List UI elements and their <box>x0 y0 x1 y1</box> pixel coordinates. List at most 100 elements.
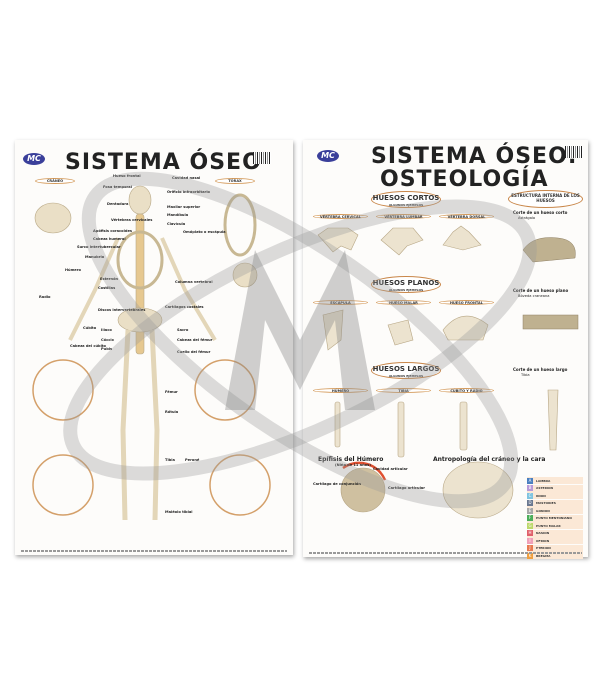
mc-logo: MC <box>317 150 339 162</box>
pill: VÉRTEBRA LUMBAR <box>376 214 431 219</box>
label: Pubis <box>101 347 113 351</box>
label: Cóccix <box>101 338 114 342</box>
label: Manubrio <box>85 255 105 259</box>
mc-logo: MC <box>23 153 45 165</box>
legend-label: MASTOIDES <box>536 501 556 505</box>
pill: VÉRTEBRA CERVICAL <box>313 214 368 219</box>
label: Cartílagos costales <box>165 305 204 309</box>
footer-text <box>21 550 287 552</box>
label: Apófisis coracoides <box>93 229 133 233</box>
legend-label: OFRION <box>536 538 550 543</box>
label: Columna vertebral <box>175 280 213 284</box>
barcode <box>565 146 583 158</box>
legend-swatch: G <box>527 522 533 529</box>
label: Ilíaco <box>101 328 112 332</box>
anthropology-title: Antropología del cráneo y la cara <box>433 456 546 463</box>
legend-label: NASION <box>536 531 550 535</box>
long-bone-label: Tibia <box>521 373 530 377</box>
poster-title-line1: SISTEMA ÓSEO: <box>371 144 578 169</box>
label: Cavidad articular <box>373 467 408 471</box>
label: Cuello del fémur <box>177 350 211 354</box>
label: Cartílago articular <box>388 486 425 490</box>
legend-swatch: J <box>527 545 533 551</box>
label: Peroné <box>185 458 200 462</box>
label: Húmero <box>65 268 81 272</box>
label: Cabeza del cúbito <box>70 344 107 348</box>
label: Omóplato o escápula <box>183 230 226 234</box>
label: Costillas <box>98 286 116 290</box>
flat-cut-title: Corte de un hueso plano <box>513 288 569 293</box>
label: Cavidad nasal <box>172 176 201 180</box>
label: Maxilar superior <box>167 205 201 209</box>
label: Radio <box>39 295 51 299</box>
poster-osteologia: MC SISTEMA ÓSEO: OSTEOLOGÍA HUESOS CORTO… <box>303 140 588 560</box>
label: Cartílago de conjunción <box>313 482 361 486</box>
barcode <box>253 152 271 164</box>
label: Fémur <box>165 390 178 394</box>
flat-bone-label: Bóveda craneana <box>518 294 550 298</box>
label: Clavícula <box>167 222 186 226</box>
label: Hueso frontal <box>113 174 141 178</box>
legend-label: GONION <box>536 508 550 513</box>
legend-label: PTERION <box>536 546 551 550</box>
legend-label: LAMBDA <box>536 478 551 483</box>
pill: HUESO FRONTAL <box>439 300 494 305</box>
legend-swatch: A <box>527 477 533 484</box>
label: Fosa temporal <box>103 185 132 189</box>
short-bone-label: Astrágalo <box>518 216 536 220</box>
legend-swatch: F <box>527 515 533 521</box>
pill: CÚBITO Y RADIO <box>439 388 494 393</box>
pill-craneo: CRÁNEO <box>35 178 75 184</box>
legend-label: INION <box>536 493 546 498</box>
pill: HUESO MALAR <box>376 300 431 305</box>
legend-label: PUNTO MALAR <box>536 523 561 528</box>
pill: HÚMERO <box>313 388 368 393</box>
label: Esternón <box>100 277 119 281</box>
epiphysis-subtitle: (Niño de 11 años) <box>335 463 371 467</box>
legend-swatch: I <box>527 537 533 544</box>
pill: VÉRTEBRA DORSAL <box>439 214 494 219</box>
poster-sistema-oseo: MC SISTEMA ÓSEO CRÁNEO TÓRAX Hueso front… <box>15 140 293 555</box>
pill: ESCÁPULA <box>313 300 368 305</box>
short-cut-title: Corte de un hueso corto <box>513 210 568 215</box>
legend-swatch: C <box>527 492 533 499</box>
legend-label: ASTERION <box>536 486 554 490</box>
label: Surco intertubercular <box>77 245 121 249</box>
label: Maléolo tibial <box>165 510 193 514</box>
label: Orificio infraorbitario <box>167 190 211 194</box>
label: Discos intervertebrales <box>98 308 146 312</box>
legend-label: PUNTO MENTONIANO <box>536 516 572 520</box>
bone-illustrations <box>317 225 579 519</box>
label: Rótula <box>165 410 179 414</box>
legend-label: BREGMA <box>536 553 551 558</box>
label: Cúbito <box>83 326 97 330</box>
legend-swatch: K <box>527 552 533 559</box>
legend-swatch: H <box>527 530 533 536</box>
legend-swatch: B <box>527 485 533 491</box>
pill: TIBIA <box>376 388 431 393</box>
section-estructura-interna: ESTRUCTURA INTERNA DE LOS HUESOS <box>508 190 583 208</box>
label: Tibia <box>165 458 175 462</box>
poster-title: SISTEMA ÓSEO <box>65 150 262 175</box>
label: Cabeza humeral <box>93 237 126 241</box>
skeleton-illustration <box>32 185 271 521</box>
poster-title-line2: OSTEOLOGÍA <box>380 167 549 192</box>
label: Sacro <box>177 328 189 332</box>
label: Dentadura <box>107 202 129 206</box>
pill-torax: TÓRAX <box>215 178 255 184</box>
epiphysis-title: Epífisis del Húmero <box>318 456 384 463</box>
